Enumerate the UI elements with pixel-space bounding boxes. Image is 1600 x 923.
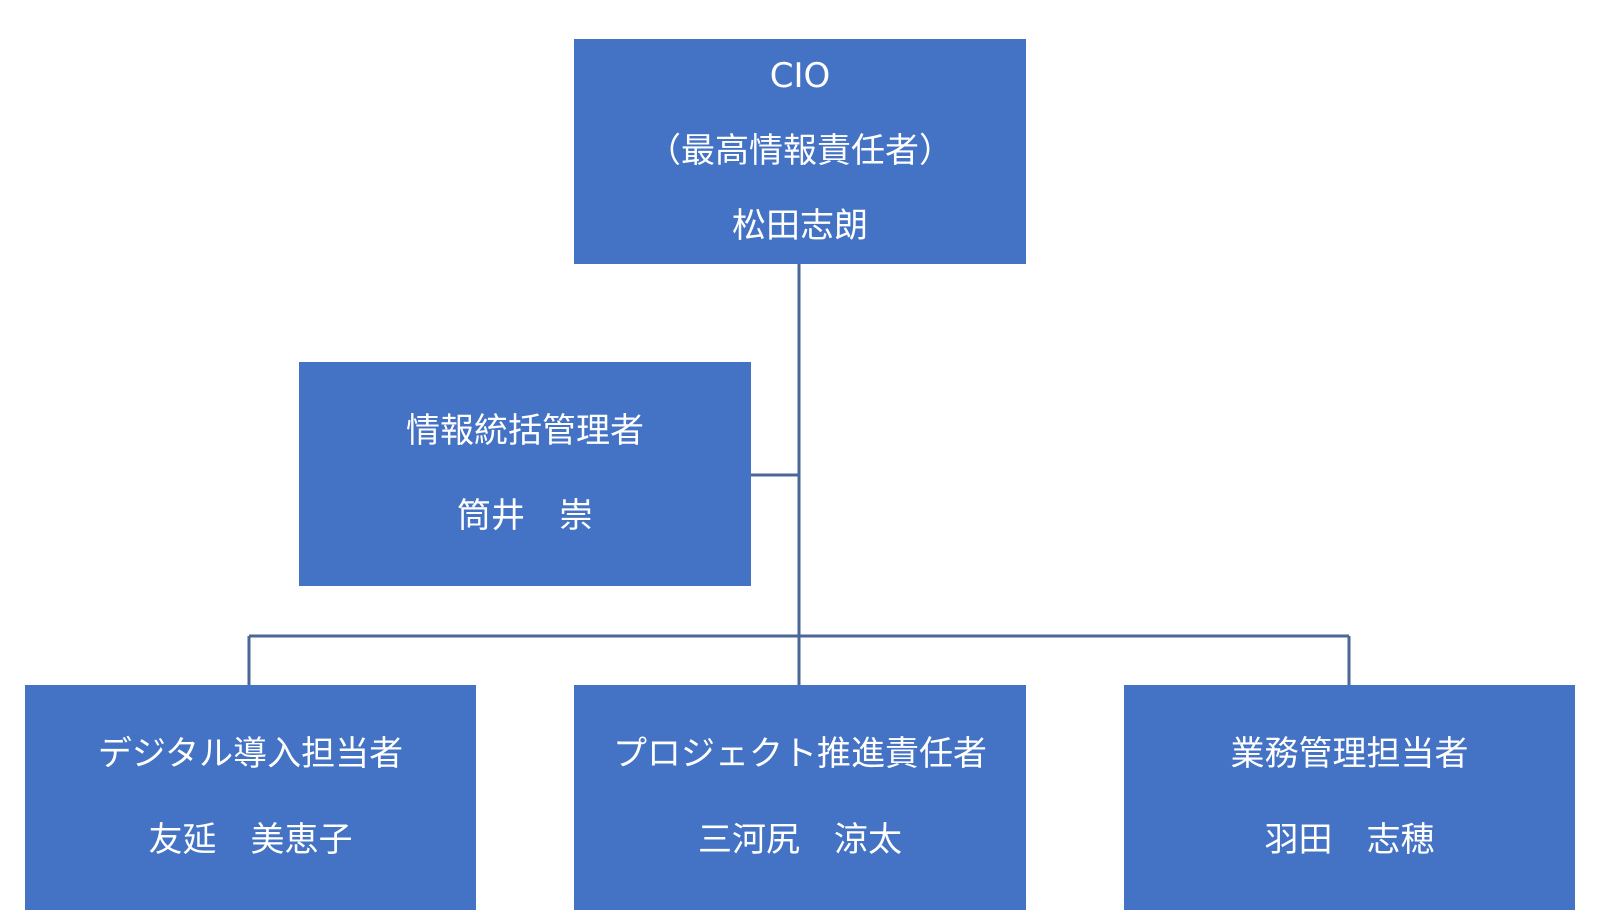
operations-management-title: 業務管理担当者: [1230, 734, 1469, 775]
operations-management-name: 羽田 志穂: [1264, 819, 1435, 860]
info-manager-name: 筒井 崇: [457, 496, 593, 536]
project-promotion-title: プロジェクト推進責任者: [613, 734, 987, 775]
cio-name: 松田志朗: [732, 206, 868, 247]
org-box-digital-introduction: デジタル導入担当者 友延 美恵子: [25, 685, 476, 910]
org-box-info-manager: 情報統括管理者 筒井 崇: [299, 362, 751, 586]
cio-subtitle: （最高情報責任者）: [647, 130, 953, 171]
org-box-project-promotion: プロジェクト推進責任者 三河尻 涼太: [574, 685, 1026, 910]
cio-title: CIO: [769, 55, 831, 96]
org-box-cio: CIO （最高情報責任者） 松田志朗: [574, 39, 1026, 264]
info-manager-title: 情報統括管理者: [406, 410, 644, 451]
digital-introduction-name: 友延 美恵子: [148, 819, 353, 860]
digital-introduction-title: デジタル導入担当者: [97, 734, 404, 775]
project-promotion-name: 三河尻 涼太: [698, 819, 902, 860]
org-box-operations-management: 業務管理担当者 羽田 志穂: [1124, 685, 1575, 910]
